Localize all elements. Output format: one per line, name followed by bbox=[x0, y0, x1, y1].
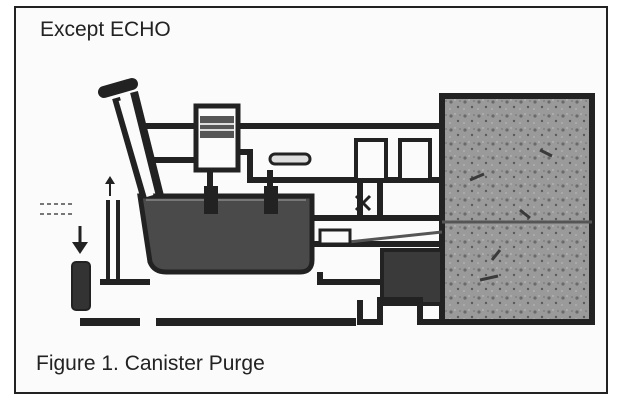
inline-filter bbox=[71, 261, 91, 311]
filler-neck bbox=[98, 78, 164, 198]
purge-line bbox=[80, 200, 356, 326]
rollover-valve bbox=[193, 103, 241, 173]
vapor-lines bbox=[140, 123, 442, 285]
flow-arrow-icon bbox=[72, 226, 88, 254]
figure-caption: Figure 1. Canister Purge bbox=[36, 352, 265, 375]
tank-vent-valves bbox=[204, 186, 278, 214]
vent-up-arrow-icon bbox=[105, 176, 115, 196]
variant-label: Except ECHO bbox=[40, 18, 171, 41]
fuel-tank bbox=[137, 193, 315, 275]
purge-control-valve bbox=[268, 138, 432, 212]
charcoal-canister bbox=[439, 93, 595, 325]
lower-valve-block bbox=[318, 228, 444, 325]
atmosphere-vent bbox=[40, 203, 72, 215]
